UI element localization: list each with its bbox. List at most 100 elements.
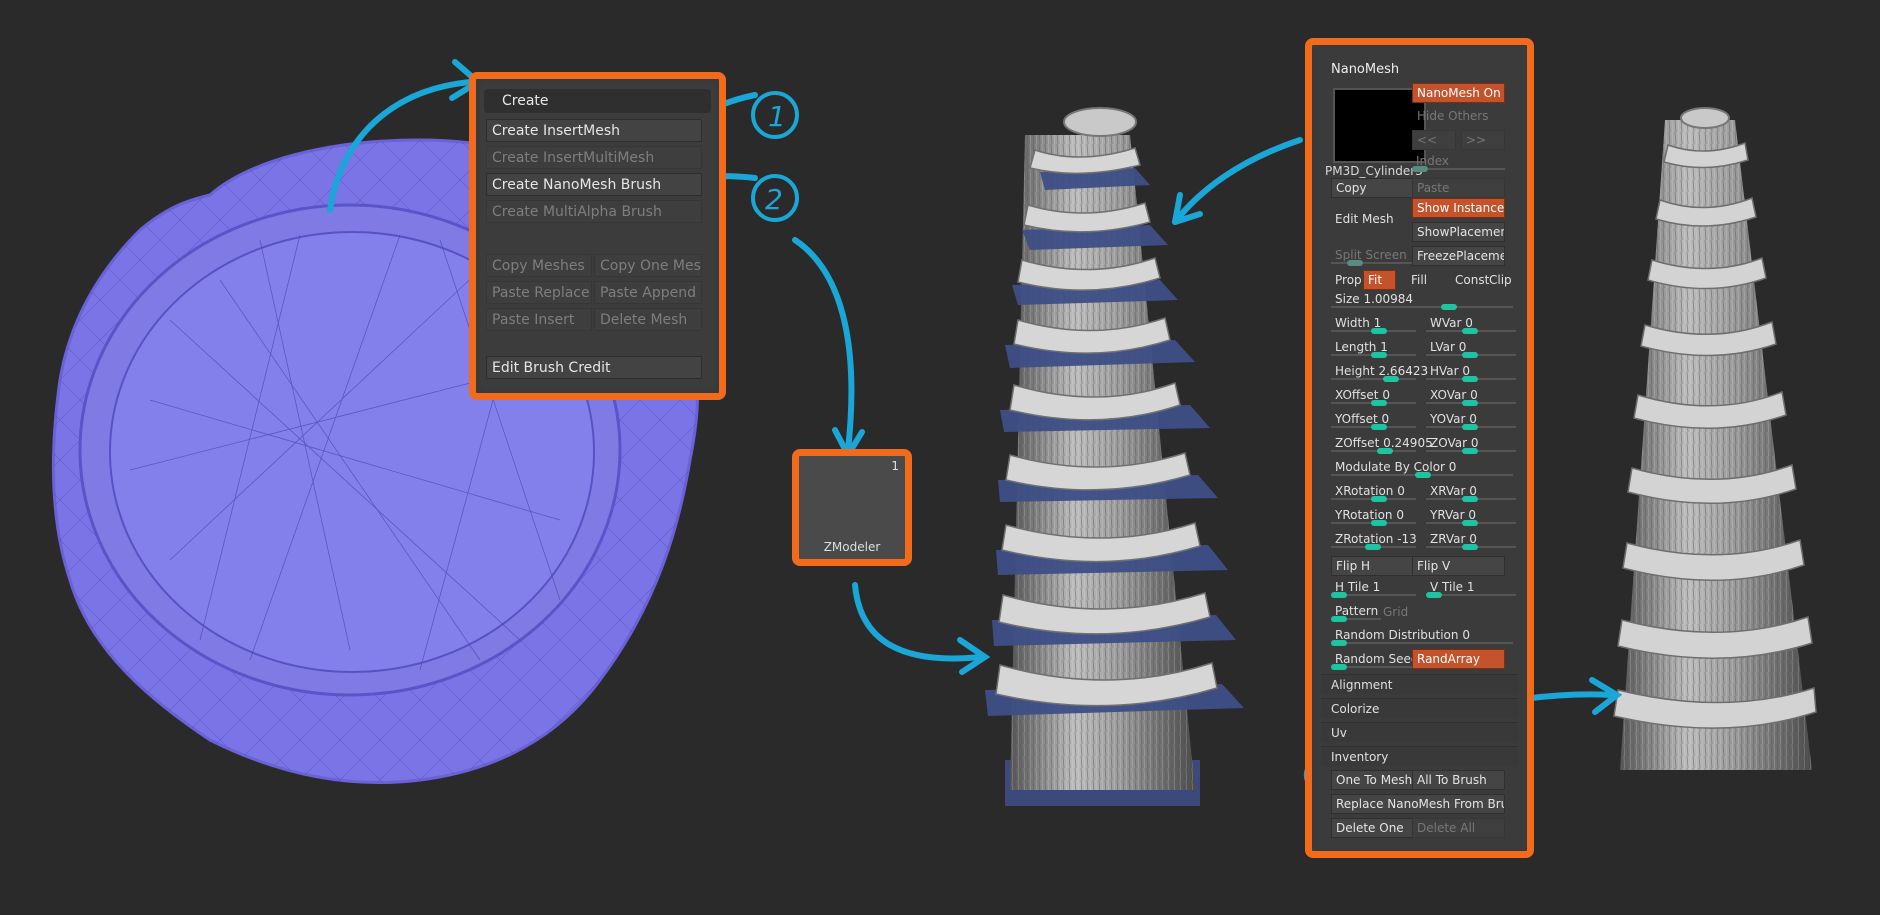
zovar-slider[interactable]: ZOVar 0 (1426, 434, 1516, 454)
create-insertmultimesh-button[interactable]: Create InsertMultiMesh (486, 146, 702, 169)
fit-button[interactable]: Fit (1363, 270, 1396, 290)
h-tile-slider[interactable]: H Tile 1 (1331, 578, 1416, 598)
paste-insert-button[interactable]: Paste Insert (486, 308, 592, 331)
lvar-slider[interactable]: LVar 0 (1426, 338, 1516, 358)
hide-others-button[interactable]: Hide Others (1417, 109, 1489, 123)
show-instances-button[interactable]: Show Instances (1412, 198, 1505, 218)
uv-section[interactable]: Uv (1321, 722, 1518, 742)
zoffset-slider[interactable]: ZOffset 0.24905 (1331, 434, 1433, 454)
size-label: Size 1.00984 (1335, 292, 1414, 306)
split-screen-label: Split Screen (1335, 248, 1407, 262)
xrvar-slider[interactable]: XRVar 0 (1426, 482, 1516, 502)
randarray-button[interactable]: RandArray (1412, 649, 1505, 669)
yoffset-slider[interactable]: YOffset 0 (1331, 410, 1416, 430)
copy-button[interactable]: Copy (1331, 178, 1424, 198)
flip-h-button[interactable]: Flip H (1331, 556, 1424, 576)
replace-nanomesh-from-brush-button[interactable]: Replace NanoMesh From Brush (1331, 794, 1505, 814)
zrvar-slider[interactable]: ZRVar 0 (1426, 530, 1516, 550)
xrotation-label: XRotation 0 (1335, 484, 1405, 498)
pattern-slider[interactable]: Pattern (1331, 602, 1381, 622)
copy-meshes-button[interactable]: Copy Meshes (486, 254, 592, 277)
wvar-slider[interactable]: WVar 0 (1426, 314, 1516, 334)
delete-mesh-button[interactable]: Delete Mesh (594, 308, 702, 331)
nanomesh-panel-highlight: NanoMesh PM3D_Cylinder3 NanoMesh On Hide… (1305, 38, 1534, 858)
all-to-brush-button[interactable]: All To Brush (1412, 770, 1505, 790)
create-insertmesh-button[interactable]: Create InsertMesh (486, 119, 702, 142)
tower-with-placement (985, 107, 1244, 806)
step-2-number: 2 (765, 183, 783, 216)
zmodeler-count: 1 (891, 459, 899, 473)
const-button[interactable]: Const (1455, 273, 1490, 287)
yovar-slider[interactable]: YOVar 0 (1426, 410, 1516, 430)
xrotation-slider[interactable]: XRotation 0 (1331, 482, 1416, 502)
size-slider[interactable]: Size 1.00984 (1331, 290, 1513, 310)
zmodeler-label: ZModeler (823, 540, 881, 554)
zovar-label: ZOVar 0 (1430, 436, 1479, 450)
paste-append-button[interactable]: Paste Append (594, 281, 702, 304)
clip-button[interactable]: Clip (1489, 273, 1512, 287)
random-distribution-slider[interactable]: Random Distribution 0 (1331, 626, 1513, 646)
one-to-mesh-button[interactable]: One To Mesh (1331, 770, 1416, 790)
width-slider[interactable]: Width 1 (1331, 314, 1416, 334)
fill-button[interactable]: Fill (1411, 273, 1428, 287)
xovar-label: XOVar 0 (1430, 388, 1478, 402)
random-seed-label: Random Seed 0 (1335, 652, 1430, 666)
height-slider[interactable]: Height 2.66423 (1331, 362, 1428, 382)
nanomesh-title[interactable]: NanoMesh (1331, 62, 1400, 77)
delete-all-button[interactable]: Delete All (1412, 818, 1505, 838)
nanomesh-on-button[interactable]: NanoMesh On (1412, 83, 1505, 103)
xoffset-slider[interactable]: XOffset 0 (1331, 386, 1416, 406)
xrvar-label: XRVar 0 (1430, 484, 1477, 498)
flip-v-button[interactable]: Flip V (1412, 556, 1505, 576)
zrotation-label: ZRotation -13 (1335, 532, 1417, 546)
zoffset-label: ZOffset 0.24905 (1335, 436, 1433, 450)
nanomesh-panel: NanoMesh PM3D_Cylinder3 NanoMesh On Hide… (1315, 48, 1524, 848)
hvar-slider[interactable]: HVar 0 (1426, 362, 1516, 382)
random-distribution-label: Random Distribution 0 (1335, 628, 1470, 642)
create-nanomesh-brush-button[interactable]: Create NanoMesh Brush (486, 173, 702, 196)
zrotation-slider[interactable]: ZRotation -13 (1331, 530, 1417, 550)
v-tile-slider[interactable]: V Tile 1 (1426, 578, 1516, 598)
alignment-section[interactable]: Alignment (1321, 674, 1518, 694)
xovar-slider[interactable]: XOVar 0 (1426, 386, 1516, 406)
step-2-circle (751, 174, 799, 222)
modulate-by-color-label: Modulate By Color 0 (1335, 460, 1457, 474)
inventory-section[interactable]: Inventory (1321, 746, 1518, 766)
create-panel-title[interactable]: Create (484, 89, 711, 113)
colorize-section[interactable]: Colorize (1321, 698, 1518, 718)
modulate-by-color-slider[interactable]: Modulate By Color 0 (1331, 458, 1513, 478)
yrvar-slider[interactable]: YRVar 0 (1426, 506, 1516, 526)
random-seed-slider[interactable]: Random Seed 0 (1331, 650, 1430, 670)
next-button[interactable]: >> (1461, 130, 1505, 150)
width-label: Width 1 (1335, 316, 1382, 330)
pattern-label: Pattern (1335, 604, 1379, 618)
length-label: Length 1 (1335, 340, 1388, 354)
paste-replace-button[interactable]: Paste Replace (486, 281, 592, 304)
zmodeler-brush-thumbnail[interactable]: 1 ZModeler (792, 449, 912, 566)
copy-one-mesh-button[interactable]: Copy One Mesh (594, 254, 702, 277)
yrotation-slider[interactable]: YRotation 0 (1331, 506, 1416, 526)
height-label: Height 2.66423 (1335, 364, 1429, 378)
nanomesh-thumbnail[interactable] (1333, 88, 1426, 163)
tower-final (1613, 107, 1817, 770)
split-screen-slider[interactable]: Split Screen (1331, 246, 1424, 266)
yoffset-label: YOffset 0 (1335, 412, 1390, 426)
zrvar-label: ZRVar 0 (1430, 532, 1477, 546)
edit-brush-credit-button[interactable]: Edit Brush Credit (486, 356, 702, 379)
grid-button[interactable]: Grid (1383, 605, 1409, 619)
length-slider[interactable]: Length 1 (1331, 338, 1416, 358)
wvar-label: WVar 0 (1430, 316, 1473, 330)
delete-one-button[interactable]: Delete One (1331, 818, 1424, 838)
prev-button[interactable]: << (1412, 130, 1456, 150)
edit-mesh-button[interactable]: Edit Mesh (1335, 212, 1394, 226)
index-slider[interactable]: Index (1412, 152, 1505, 172)
yrotation-label: YRotation 0 (1335, 508, 1404, 522)
show-placement-button[interactable]: ShowPlacement (1412, 222, 1505, 242)
prop-button[interactable]: Prop (1335, 273, 1362, 287)
paste-button[interactable]: Paste (1412, 178, 1505, 198)
freeze-placement-button[interactable]: FreezePlacemer (1412, 246, 1505, 266)
index-label: Index (1416, 154, 1450, 168)
create-multialpha-brush-button[interactable]: Create MultiAlpha Brush (486, 200, 702, 223)
